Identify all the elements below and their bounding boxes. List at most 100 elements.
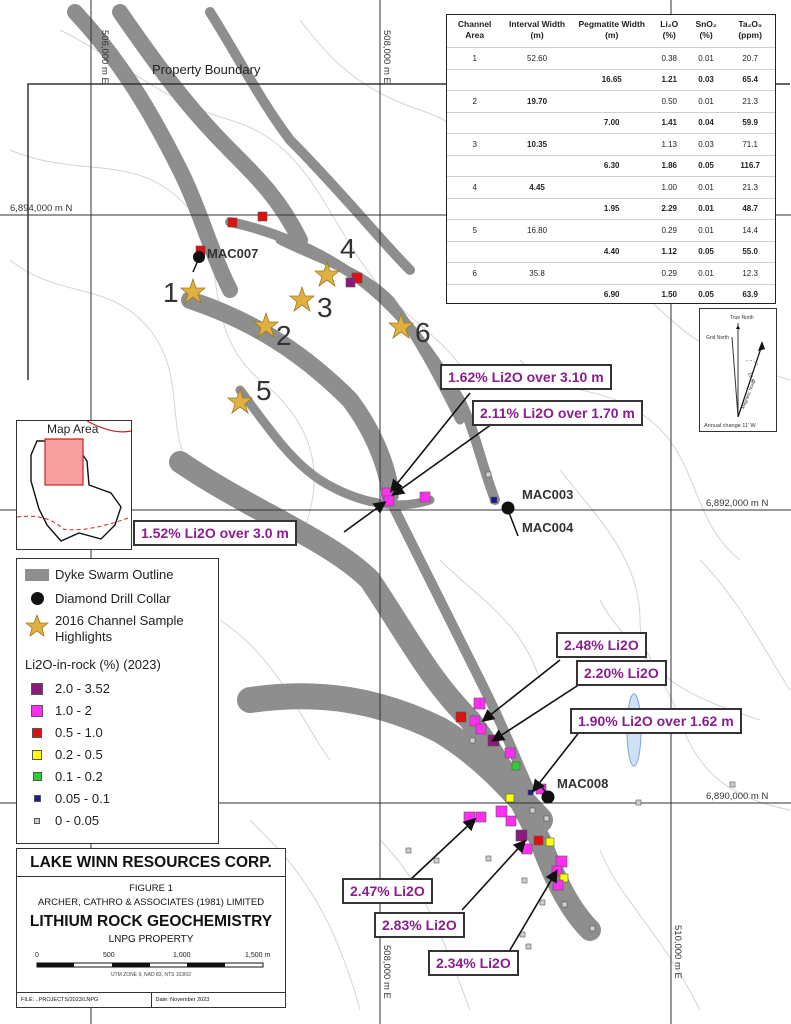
cell: 1.00 (661, 182, 678, 192)
cell: 2 (472, 96, 477, 106)
cell: 116.7 (740, 161, 760, 171)
legend-subtitle: Li2O-in-rock (%) (2023) (25, 657, 161, 672)
cell: 0.38 (661, 53, 678, 63)
channel-label-3: 3 (317, 292, 333, 323)
class-swatch-icon (32, 727, 42, 738)
true-north-label: True North (730, 315, 754, 321)
property-boundary-label: Property Boundary (152, 62, 261, 77)
cell (572, 177, 652, 199)
cell: 1.13 (661, 139, 678, 149)
scale-tick-1500: 1,500 m (245, 952, 270, 959)
cell: 0.05 (698, 290, 714, 300)
easting-label-508000-top: 508,000 m E (381, 30, 392, 84)
cell: 4.45 (529, 182, 545, 192)
easting-label-506000: 506,000 m E (99, 30, 110, 84)
channel-results-table: Channel Area Interval Width (m) Pegmatit… (446, 14, 776, 304)
cell (447, 284, 502, 305)
callout-2-20-li2o: 2.20% Li2O (576, 660, 667, 686)
collar-circle-icon (25, 592, 49, 605)
cell (447, 155, 502, 177)
cell: 10.35 (527, 139, 548, 149)
legend-dyke-label: Dyke Swarm Outline (55, 567, 174, 582)
map-legend: Dyke Swarm Outline Diamond Drill Collar … (16, 558, 219, 844)
legend-class-label: 0.2 - 0.5 (55, 747, 103, 762)
cell: 19.70 (527, 96, 548, 106)
cell (502, 241, 571, 263)
cell: 0.29 (661, 225, 678, 235)
grid-north-label: Grid North (706, 335, 729, 341)
cell: 0.03 (698, 75, 714, 85)
cell: 1.21 (661, 75, 678, 85)
cell (572, 220, 652, 242)
cell: 0.01 (698, 268, 714, 278)
cell: 63.9 (742, 290, 758, 300)
northing-label-6892000: 6,892,000 m N (706, 498, 768, 509)
class-swatch-icon (32, 749, 42, 760)
table-header-row: Channel Area Interval Width (m) Pegmatit… (447, 15, 775, 48)
callout-2-11-li2o: 2.11% Li2O over 1.70 m (472, 400, 643, 426)
title-block-footer: FILE: ..PROJECTS/2023/LNPG Date: Novembe… (17, 992, 285, 1007)
legend-class-row: 0 - 0.05 (25, 813, 99, 828)
cell (502, 155, 571, 177)
cell (502, 284, 571, 305)
class-swatch-icon (31, 682, 43, 695)
legend-class-label: 0 - 0.05 (55, 813, 100, 828)
northing-label-6890000: 6,890,000 m N (706, 791, 768, 802)
channel-label-4: 4 (340, 233, 356, 264)
cell (502, 198, 571, 220)
header-ta2o5: Ta₂O₅ (ppm) (738, 19, 762, 40)
cell: 0.05 (698, 161, 714, 171)
legend-class-label: 0.5 - 1.0 (55, 725, 103, 740)
callout-1-62-li2o: 1.62% Li2O over 3.10 m (440, 364, 612, 390)
channel-label-6: 6 (415, 317, 431, 348)
easting-label-508000-bottom: 508,000 m E (381, 945, 392, 999)
cell: 0.01 (698, 96, 714, 106)
cell: 20.7 (742, 53, 758, 63)
legend-channel-row: 2016 Channel Sample Highlights (25, 613, 205, 645)
declination-label: 19.5° (746, 372, 756, 385)
channel-label-5: 5 (256, 375, 272, 406)
legend-dyke-row: Dyke Swarm Outline (25, 567, 173, 582)
header-channel-area: Channel Area (457, 19, 492, 40)
legend-class-row: 0.5 - 1.0 (25, 725, 103, 740)
cell (502, 69, 571, 91)
cell: 4.40 (603, 247, 620, 257)
figure-date: Date: November 2023 (155, 997, 210, 1003)
easting-label-510000: 510,000 m E (672, 925, 683, 979)
cell (447, 198, 502, 220)
legend-class-row: 2.0 - 3.52 (25, 681, 110, 696)
firm-name: ARCHER, CATHRO & ASSOCIATES (1981) LIMIT… (37, 897, 265, 908)
legend-class-row: 1.0 - 2 (25, 703, 92, 718)
inset-map-label: Map Area (47, 422, 99, 436)
cell (447, 112, 502, 134)
northing-label-6894000: 6,894,000 m N (10, 203, 72, 214)
cell: 1.50 (661, 290, 678, 300)
drill-collars (192, 251, 555, 804)
collar-label-mac007: MAC007 (207, 246, 258, 261)
cell: 0.01 (698, 182, 714, 192)
collar-label-mac008: MAC008 (557, 776, 608, 791)
cell: 14.4 (742, 225, 758, 235)
collar-label-mac003: MAC003 (522, 487, 573, 502)
cell: 0.04 (698, 118, 714, 128)
cell: 12.3 (742, 268, 758, 278)
cell: 0.01 (698, 225, 714, 235)
cell: 7.00 (603, 118, 620, 128)
file-path: FILE: ..PROJECTS/2023/LNPG (17, 993, 152, 1007)
cell: 55.0 (742, 247, 758, 257)
channel-label-2: 2 (276, 320, 292, 351)
callout-2-48-li2o: 2.48% Li2O (556, 632, 647, 658)
cell: 0.29 (661, 268, 678, 278)
dyke-swatch-icon (25, 568, 49, 581)
legend-class-label: 2.0 - 3.52 (55, 681, 110, 696)
cell: 1.41 (661, 118, 678, 128)
